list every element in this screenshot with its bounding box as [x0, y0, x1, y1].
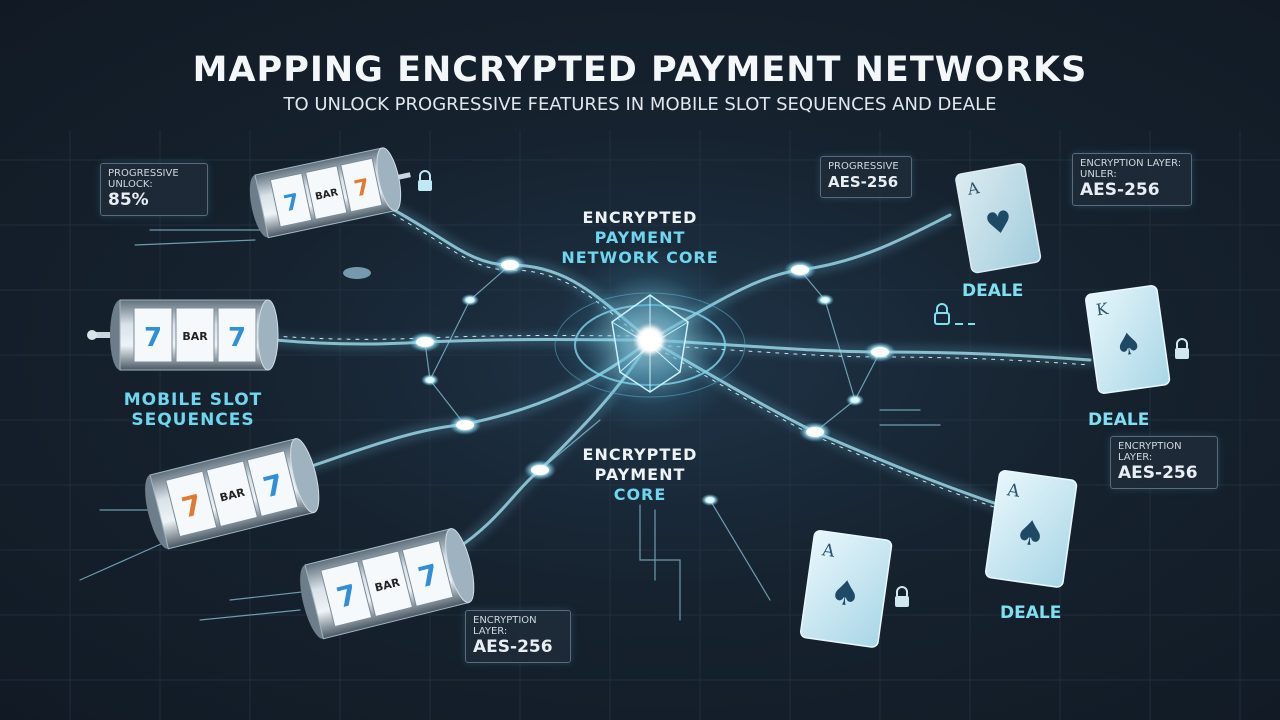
network-node [494, 255, 526, 275]
slots-line-1: MOBILE SLOT [123, 390, 263, 410]
reel-symbol: 7 [144, 323, 162, 353]
slot-reel-1: 7 BAR 7 [249, 147, 411, 239]
box-caption: LAYER: [1118, 452, 1153, 463]
reel-symbol: BAR [314, 187, 339, 203]
box-caption: UNLER: [1080, 169, 1117, 180]
network-node [524, 460, 556, 480]
svg-text:A: A [1005, 480, 1022, 502]
deale-label-2: DEALE [1088, 410, 1150, 430]
playing-card-3: A ♠ [984, 470, 1078, 588]
box-value: AES-256 [1118, 463, 1198, 483]
playing-card-1: A ♥ [955, 163, 1042, 274]
deale-label-1: DEALE [962, 281, 1024, 301]
core-top-label: ENCRYPTED PAYMENT NETWORK CORE [555, 208, 725, 268]
lock-icon [418, 170, 432, 191]
slot-reel-4: 7 BAR 7 [300, 528, 475, 640]
box-value: AES-256 [1080, 180, 1160, 200]
svg-text:♠: ♠ [1013, 512, 1049, 556]
box-caption: PROGRESSIVE [108, 168, 179, 179]
network-node [409, 332, 441, 352]
network-node [816, 294, 834, 306]
network-node [784, 260, 816, 280]
lock-icon [1175, 338, 1189, 359]
network-node [846, 394, 864, 406]
reel-symbol: 7 [228, 323, 246, 353]
page-title: MAPPING ENCRYPTED PAYMENT NETWORKS [192, 50, 1088, 90]
svg-text:♠: ♠ [1113, 326, 1145, 364]
network-node [799, 422, 831, 442]
network-node [701, 494, 719, 506]
slots-label: MOBILE SLOT SEQUENCES [108, 390, 278, 430]
reel-symbol: 7 [282, 190, 302, 218]
box-caption: LAYER: [473, 626, 508, 637]
svg-text:♥: ♥ [983, 204, 1016, 243]
playing-card-4: A ♠ [799, 530, 893, 648]
network-node [421, 374, 439, 386]
network-node [343, 267, 371, 279]
core-top-line-2: PAYMENT [594, 228, 686, 247]
reel-symbol: 7 [352, 175, 372, 203]
progressive-unlock-box: PROGRESSIVE UNLOCK: 85% [100, 163, 208, 216]
box-value: AES-256 [473, 637, 553, 657]
box-caption: ENCRYPTION LAYER: [1080, 158, 1182, 169]
core-bottom-label: ENCRYPTED PAYMENT CORE [565, 445, 715, 505]
page-subtitle: TO UNLOCK PROGRESSIVE FEATURES IN MOBILE… [283, 94, 997, 115]
svg-text:♠: ♠ [828, 572, 864, 616]
reel-symbol: BAR [373, 576, 401, 595]
core-bottom-line-1: ENCRYPTED [582, 445, 698, 464]
reel-symbol: BAR [182, 330, 208, 343]
core-bottom-line-3: CORE [613, 485, 667, 504]
box-caption: ENCRYPTION [473, 615, 537, 626]
core-bottom-line-2: PAYMENT [594, 465, 686, 484]
reel-symbol: BAR [218, 486, 246, 505]
slots-line-2: SEQUENCES [131, 410, 255, 430]
network-node [461, 294, 479, 306]
svg-text:A: A [965, 178, 981, 199]
network-nodes [343, 255, 896, 506]
core-top-line-1: ENCRYPTED [582, 208, 698, 227]
deale-label-3: DEALE [1000, 603, 1062, 623]
encryption-layer-box-top-right: ENCRYPTION LAYER: UNLER: AES-256 [1072, 153, 1192, 206]
progressive-aes-box: PROGRESSIVE AES-256 [820, 156, 912, 198]
encryption-layer-box-bottom: ENCRYPTION LAYER: AES-256 [465, 610, 571, 663]
box-caption: ENCRYPTION [1118, 441, 1182, 452]
box-caption: PROGRESSIVE [828, 161, 899, 172]
box-value: 85% [108, 190, 149, 210]
slot-reel-2: 7 BAR 7 [87, 299, 279, 371]
network-node [449, 415, 481, 435]
playing-card-2: K ♠ [1085, 285, 1171, 395]
box-caption: UNLOCK: [108, 179, 153, 190]
lock-icon [934, 303, 975, 325]
slot-reel-3: 7 BAR 7 [145, 438, 320, 550]
svg-text:K: K [1095, 299, 1111, 320]
core-top-line-3: NETWORK CORE [561, 248, 719, 267]
svg-text:A: A [820, 540, 837, 562]
encryption-layer-box-mid-right: ENCRYPTION LAYER: AES-256 [1110, 436, 1218, 489]
box-value: AES-256 [828, 173, 899, 191]
network-core [554, 245, 746, 435]
lock-icon [895, 586, 909, 607]
network-node [864, 342, 896, 362]
